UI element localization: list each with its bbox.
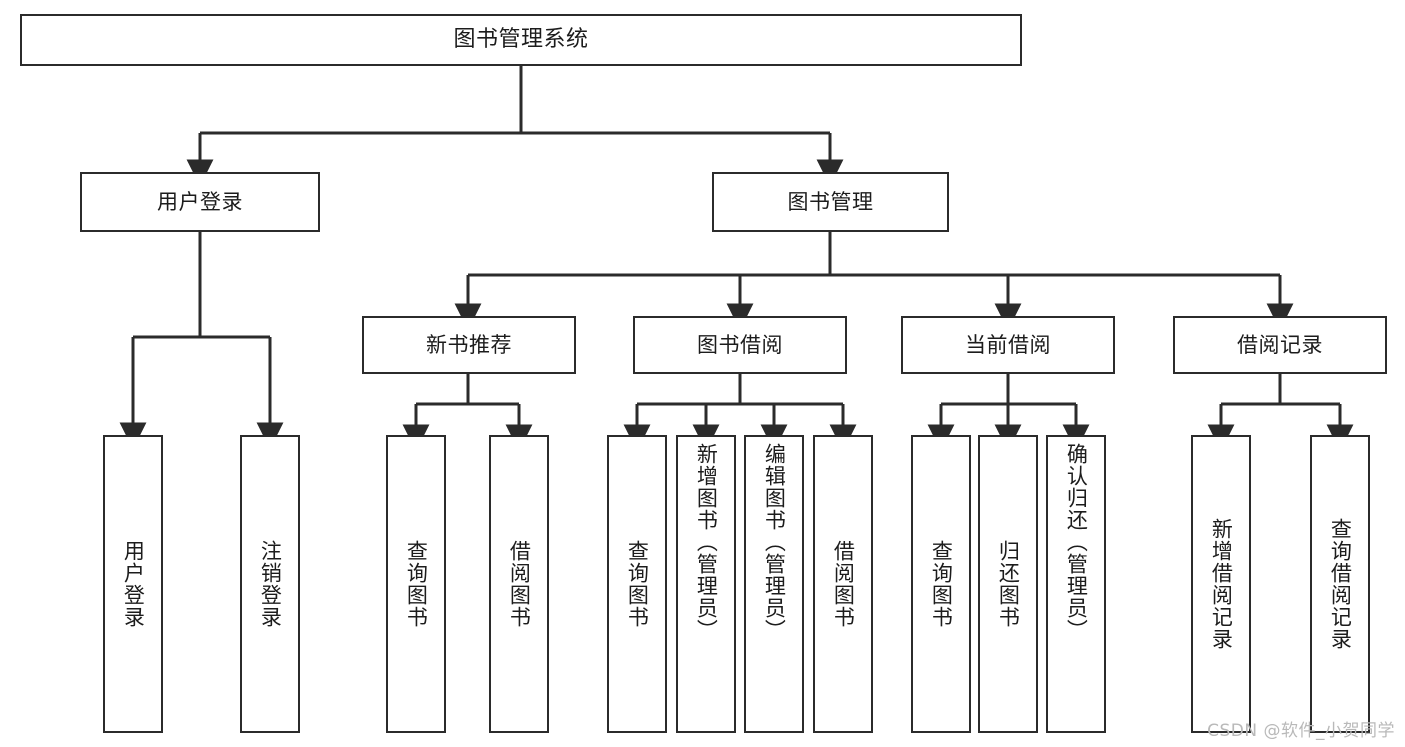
leaf-add-borrow-record[interactable]: 新增借阅记录 bbox=[1191, 435, 1251, 733]
leaf-query-borrow-record[interactable]: 查询借阅记录 bbox=[1310, 435, 1370, 733]
leaf-confirm-return-admin[interactable]: 确认归还（管理员） bbox=[1046, 435, 1106, 733]
node-label: 用户登录 bbox=[157, 189, 243, 214]
node-label: 编辑图书（管理员） bbox=[762, 443, 787, 641]
csdn-watermark: CSDN @软件_小贺同学 bbox=[1207, 721, 1395, 741]
node-label: 借阅图书 bbox=[507, 540, 532, 628]
node-label: 新增借阅记录 bbox=[1209, 518, 1234, 650]
leaf-add-book-admin[interactable]: 新增图书（管理员） bbox=[676, 435, 736, 733]
leaf-query-book-current[interactable]: 查询图书 bbox=[911, 435, 971, 733]
node-borrow-record[interactable]: 借阅记录 bbox=[1173, 316, 1387, 374]
node-label: 借阅图书 bbox=[831, 540, 856, 628]
node-current-borrow[interactable]: 当前借阅 bbox=[901, 316, 1115, 374]
node-label: 用户登录 bbox=[121, 540, 146, 628]
node-new-book-recommend[interactable]: 新书推荐 bbox=[362, 316, 576, 374]
leaf-query-book-new-book[interactable]: 查询图书 bbox=[386, 435, 446, 733]
node-label: 图书借阅 bbox=[697, 332, 783, 357]
node-label: 注销登录 bbox=[258, 540, 283, 628]
node-book-borrow[interactable]: 图书借阅 bbox=[633, 316, 847, 374]
leaf-user-login[interactable]: 用户登录 bbox=[103, 435, 163, 733]
node-label: 查询图书 bbox=[929, 540, 954, 628]
leaf-query-book-borrow[interactable]: 查询图书 bbox=[607, 435, 667, 733]
node-book-management[interactable]: 图书管理 bbox=[712, 172, 949, 232]
node-label: 当前借阅 bbox=[965, 332, 1051, 357]
node-label: 查询图书 bbox=[404, 540, 429, 628]
leaf-return-book[interactable]: 归还图书 bbox=[978, 435, 1038, 733]
leaf-edit-book-admin[interactable]: 编辑图书（管理员） bbox=[744, 435, 804, 733]
node-label: 图书管理 bbox=[787, 189, 874, 214]
node-label: 借阅记录 bbox=[1237, 332, 1323, 357]
node-label: 查询图书 bbox=[625, 540, 650, 628]
node-user-login[interactable]: 用户登录 bbox=[80, 172, 320, 232]
node-label: 图书管理系统 bbox=[453, 27, 589, 53]
node-root-book-management-system[interactable]: 图书管理系统 bbox=[20, 14, 1022, 66]
node-label: 新书推荐 bbox=[426, 332, 512, 357]
leaf-borrow-book-new-book[interactable]: 借阅图书 bbox=[489, 435, 549, 733]
node-label: 归还图书 bbox=[996, 540, 1021, 628]
node-label: 查询借阅记录 bbox=[1328, 518, 1353, 650]
leaf-borrow-book-borrow[interactable]: 借阅图书 bbox=[813, 435, 873, 733]
node-label: 确认归还（管理员） bbox=[1064, 443, 1089, 641]
leaf-logout-login[interactable]: 注销登录 bbox=[240, 435, 300, 733]
node-label: 新增图书（管理员） bbox=[694, 443, 719, 641]
